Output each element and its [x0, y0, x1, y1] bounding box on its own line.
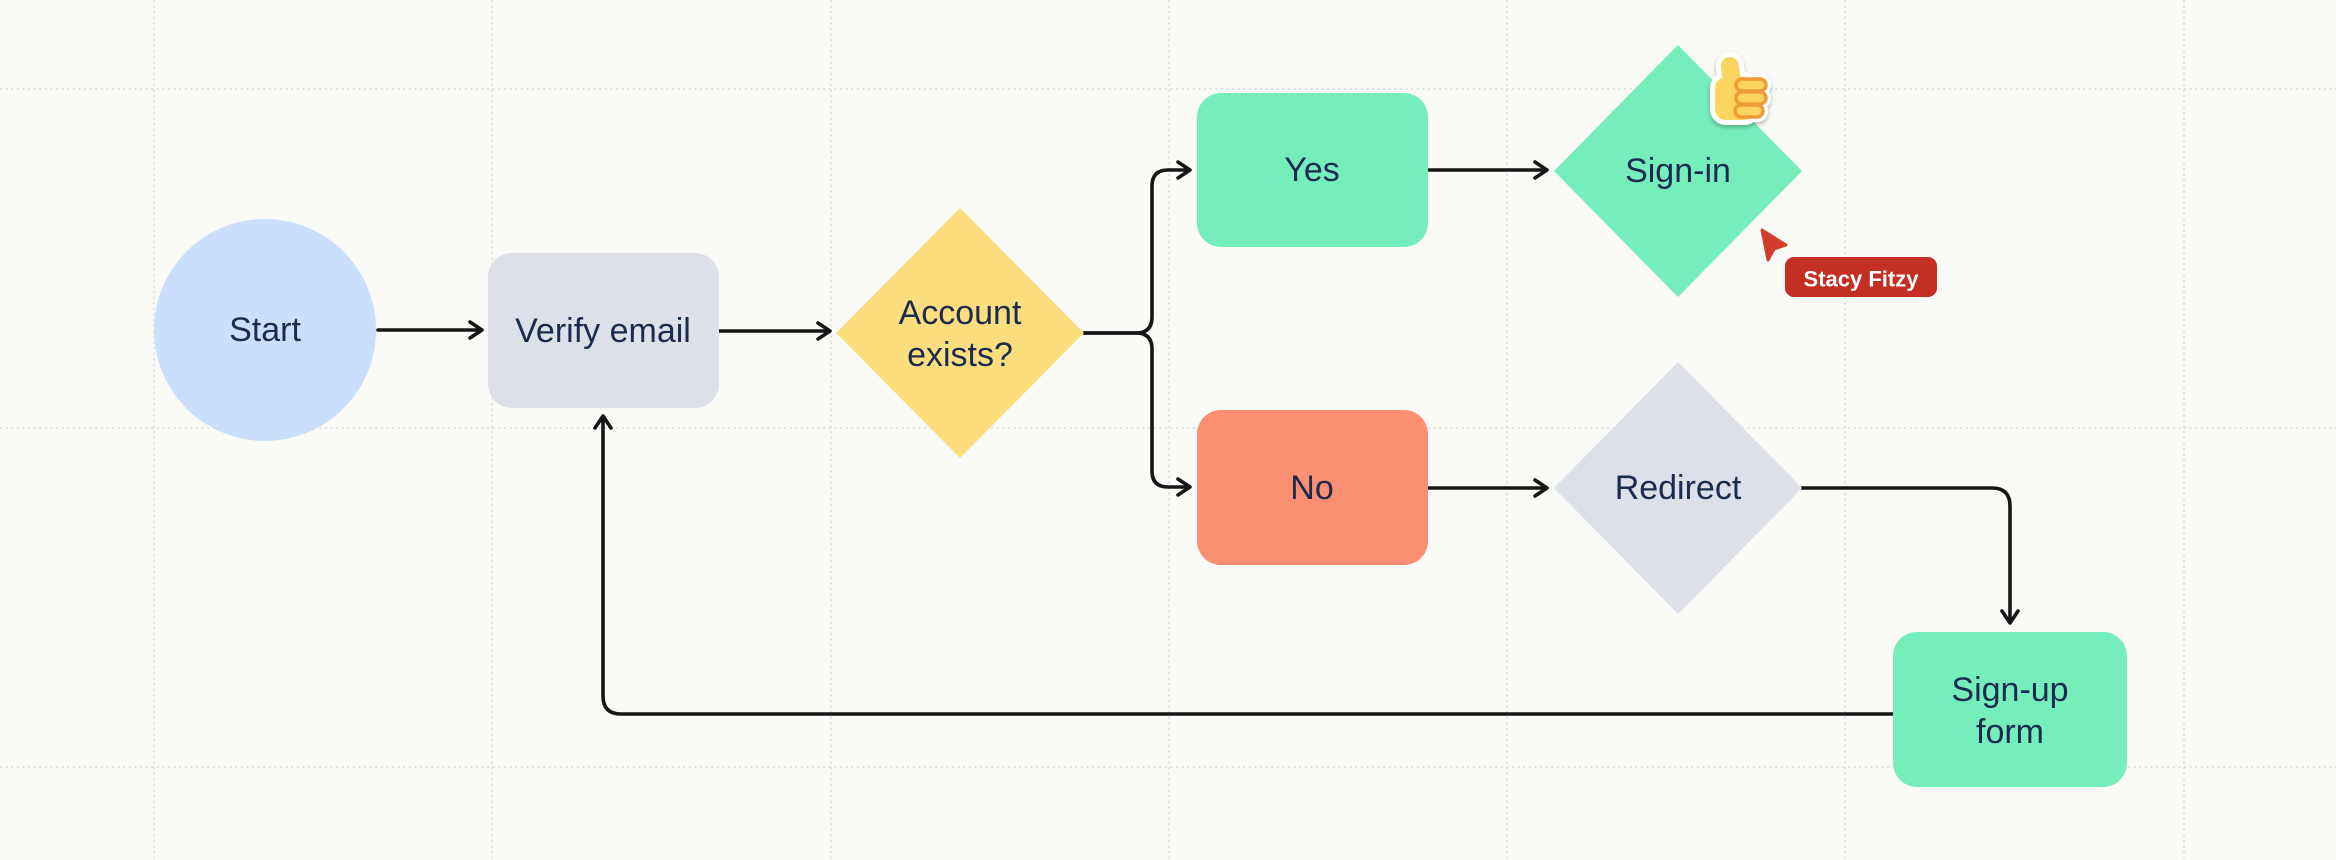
redirect-label: Redirect: [1615, 469, 1742, 507]
edge-redirect-to-signup-form[interactable]: [1800, 486, 2020, 625]
node-start[interactable]: Start: [154, 219, 376, 441]
account-exists-label-line2: exists?: [907, 336, 1013, 374]
collaborator-cursor: Stacy Fitzy: [1760, 228, 1937, 297]
node-yes[interactable]: Yes: [1197, 93, 1428, 247]
verify-email-shape[interactable]: [488, 253, 719, 408]
edge-account-exists-to-no[interactable]: [1082, 331, 1192, 497]
account-exists-label-line1: Account: [899, 294, 1022, 332]
edge-account-exists-to-yes[interactable]: [1082, 160, 1192, 335]
thumbs-up-icon[interactable]: [1710, 52, 1771, 125]
signup-form-label-line1: Sign-up: [1951, 671, 2068, 709]
start-shape[interactable]: [154, 219, 376, 441]
cursor-name-tag: [1785, 257, 1937, 297]
no-shape[interactable]: [1197, 410, 1428, 565]
no-label: No: [1290, 469, 1333, 507]
signup-form-shape[interactable]: [1893, 632, 2127, 787]
account-exists-shape[interactable]: [836, 208, 1084, 458]
yes-shape[interactable]: [1197, 93, 1428, 247]
connectors: [376, 160, 2020, 716]
node-account-exists[interactable]: Account exists?: [836, 208, 1084, 458]
redirect-shape[interactable]: [1554, 362, 1802, 614]
node-no[interactable]: No: [1197, 410, 1428, 565]
start-label: Start: [229, 311, 301, 349]
node-redirect[interactable]: Redirect: [1554, 362, 1802, 614]
sign-in-label: Sign-in: [1625, 152, 1731, 190]
verify-email-label: Verify email: [515, 312, 691, 350]
node-verify-email[interactable]: Verify email: [488, 253, 719, 408]
yes-label: Yes: [1284, 151, 1339, 189]
cursor-name-text: Stacy Fitzy: [1804, 267, 1920, 292]
cursor-pointer-icon: [1760, 228, 1788, 262]
edge-signup-form-to-verify-email[interactable]: [593, 414, 1895, 716]
node-signup-form[interactable]: Sign-up form: [1893, 632, 2127, 787]
signup-form-label-line2: form: [1976, 713, 2044, 751]
nodes: Start Verify email Account exists? Yes S…: [154, 45, 2127, 787]
